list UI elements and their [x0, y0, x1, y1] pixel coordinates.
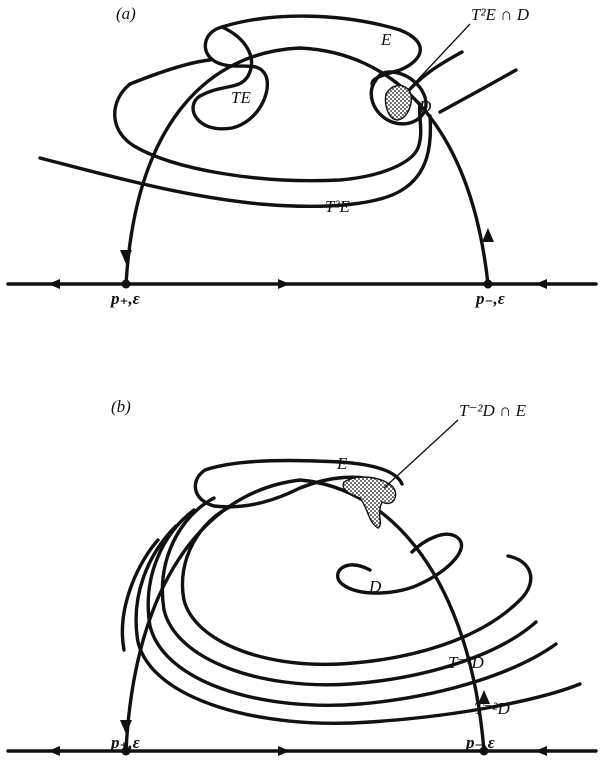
panel-a-point-plus — [121, 279, 131, 289]
panel-a: (a) E TE D T²E T²E ∩ D p₊,ε p — [6, 4, 598, 308]
panel-b-strand-5 — [120, 538, 160, 652]
panel-a-label-t2e: T²E — [325, 197, 351, 216]
panel-b-arc-arrow-left — [120, 720, 132, 734]
panel-a-outgoing-strand — [438, 68, 518, 114]
panel-a-label-e: E — [380, 30, 392, 49]
panel-b-arc-arrow-right — [478, 690, 490, 704]
panel-a-e-lobe — [220, 14, 422, 86]
panel-b-label-e: E — [336, 454, 348, 473]
panel-a-te-loop — [191, 25, 269, 131]
panel-b-strand-4 — [134, 524, 582, 725]
panel-a-label-te: TE — [231, 88, 251, 107]
panel-b-strand-1 — [180, 504, 533, 667]
panel-b-strand-3 — [146, 508, 558, 707]
panel-b-label: (b) — [111, 397, 131, 416]
panel-b-point-plus — [121, 746, 131, 756]
panel-a-t2e-outer — [38, 114, 433, 208]
panel-b-axis-arrow-left — [48, 746, 60, 756]
panel-b-label-tm1d: T⁻¹D — [448, 653, 485, 672]
panel-a-label-intersection: T²E ∩ D — [471, 5, 530, 24]
panel-a-label-p-minus: p₋,ε — [474, 289, 505, 308]
panel-a-label-d: D — [418, 97, 432, 116]
panel-a-intersection-region — [384, 84, 412, 121]
panel-b-axis-arrow-right — [535, 746, 547, 756]
panel-b-leader-line — [383, 419, 459, 489]
panel-a-label: (a) — [116, 4, 136, 23]
panel-b-label-p-minus: p₋,ε — [464, 733, 495, 752]
panel-b-label-tm2d: T⁻²D — [474, 699, 511, 718]
panel-b-strand-2 — [160, 496, 538, 687]
panel-a-axis-arrow-right — [535, 279, 547, 289]
panel-b-axis-arrow-mid — [278, 746, 290, 756]
panel-b-e-top — [203, 458, 404, 486]
panel-b-label-d: D — [368, 577, 382, 596]
panel-b-point-minus — [479, 746, 489, 756]
panel-a-d-region — [369, 70, 428, 126]
panel-a-leader-line — [409, 23, 471, 89]
panel-a-point-minus — [483, 279, 493, 289]
panel-b: (b) E D T⁻¹D T⁻²D T⁻²D ∩ E p₊,ε p₋ — [6, 397, 598, 756]
panel-a-axis-arrow-mid — [278, 279, 290, 289]
panel-a-arc-arrow-right — [482, 228, 494, 242]
panel-b-label-intersection: T⁻²D ∩ E — [459, 401, 527, 420]
panel-a-incoming-strand — [402, 50, 464, 98]
panel-a-arc-arrow-left — [120, 250, 132, 264]
panel-b-label-p-plus: p₊,ε — [109, 733, 140, 752]
panel-a-t2e-left-end — [128, 58, 212, 86]
panel-a-label-p-plus: p₊,ε — [109, 289, 140, 308]
panel-a-axis-arrow-left — [48, 279, 60, 289]
panel-b-d-loop — [336, 532, 464, 595]
panel-a-t2e-inner — [113, 82, 423, 183]
